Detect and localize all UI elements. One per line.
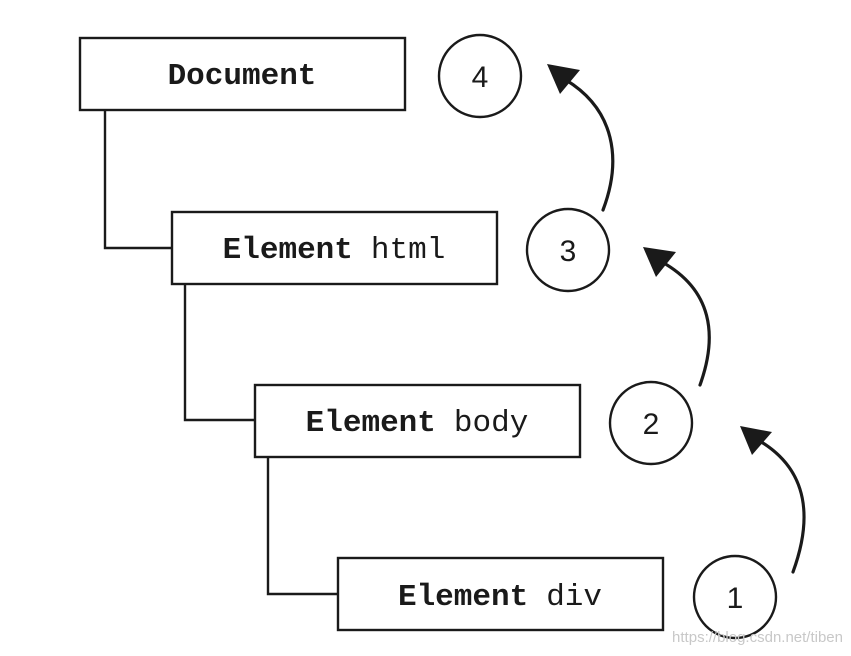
step-3-number: 3 [560,235,577,268]
step-2: 2 [608,380,694,466]
node-html-box [170,210,499,286]
node-html-name: html [371,233,445,268]
node-div-label: Element div [398,580,602,615]
arrow-1-to-2 [740,426,806,574]
node-body-type: Element [306,406,436,441]
connector-html-body [183,284,255,422]
step-1: 1 [692,554,778,640]
connector-document-html [103,110,172,250]
step-4-circle [437,33,523,119]
node-document-box [78,36,407,112]
step-2-number: 2 [643,408,660,441]
arrow-1-to-2-head [740,426,772,455]
node-body-box [253,383,582,459]
step-4: 4 [437,33,523,119]
watermark-text: https://blog.csdn.net/tiben [672,629,843,646]
step-4-number: 4 [472,61,489,94]
arrow-3-to-4-head [547,64,580,94]
node-div: Element div [336,556,665,632]
step-1-circle [692,554,778,640]
node-html-label: Element html [223,233,446,268]
node-body-name: body [454,406,528,441]
arrow-2-to-3-head [643,247,676,277]
node-document: Document [78,36,407,112]
node-div-name: div [546,580,602,615]
step-3: 3 [525,207,611,293]
node-body: Element body [253,383,582,459]
node-html: Element html [170,210,499,286]
arrow-2-to-3 [643,247,711,387]
node-html-type: Element [223,233,353,268]
connector-body-div [266,456,338,596]
arrow-1-to-2-curve [756,438,806,574]
step-3-circle [525,207,611,293]
arrow-2-to-3-curve [660,260,711,387]
arrow-3-to-4 [547,64,615,212]
node-div-type: Element [398,580,528,615]
node-document-type: Document [168,59,317,94]
arrow-3-to-4-curve [564,78,615,212]
step-1-number: 1 [727,582,744,615]
step-2-circle [608,380,694,466]
node-body-label: Element body [306,406,529,441]
node-div-box [336,556,665,632]
